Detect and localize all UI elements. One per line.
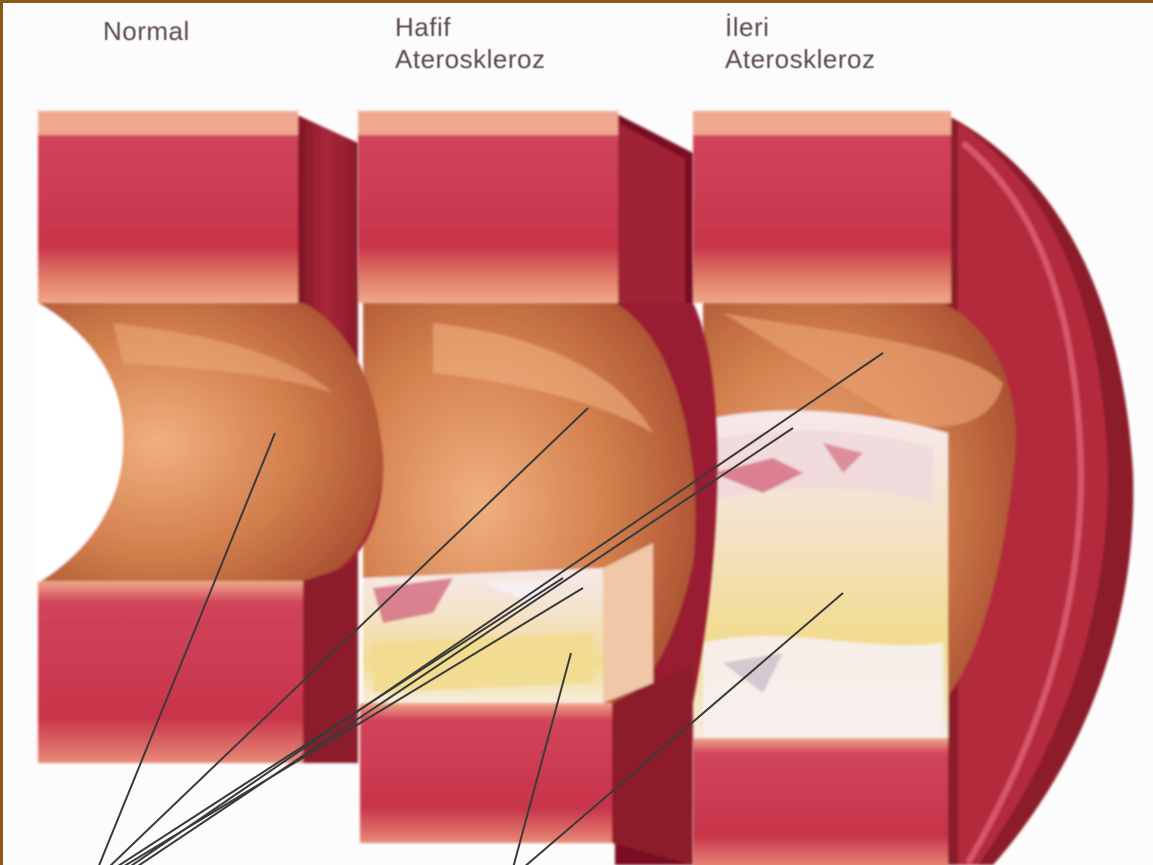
label-mild-atherosclerosis: Hafif Ateroskleroz	[395, 11, 546, 75]
label-normal: Normal	[103, 15, 190, 47]
mild-artery-segment	[358, 111, 717, 865]
normal-artery-segment	[38, 111, 383, 763]
label-severe-line2: Ateroskleroz	[725, 43, 876, 75]
label-normal-text: Normal	[103, 15, 190, 47]
label-severe-atherosclerosis: İleri Ateroskleroz	[725, 11, 876, 75]
label-mild-line1: Hafif	[395, 11, 546, 43]
label-mild-line2: Ateroskleroz	[395, 43, 546, 75]
severe-artery-segment	[693, 111, 1133, 865]
label-severe-line1: İleri	[725, 11, 876, 43]
atherosclerosis-illustration	[3, 3, 1153, 865]
